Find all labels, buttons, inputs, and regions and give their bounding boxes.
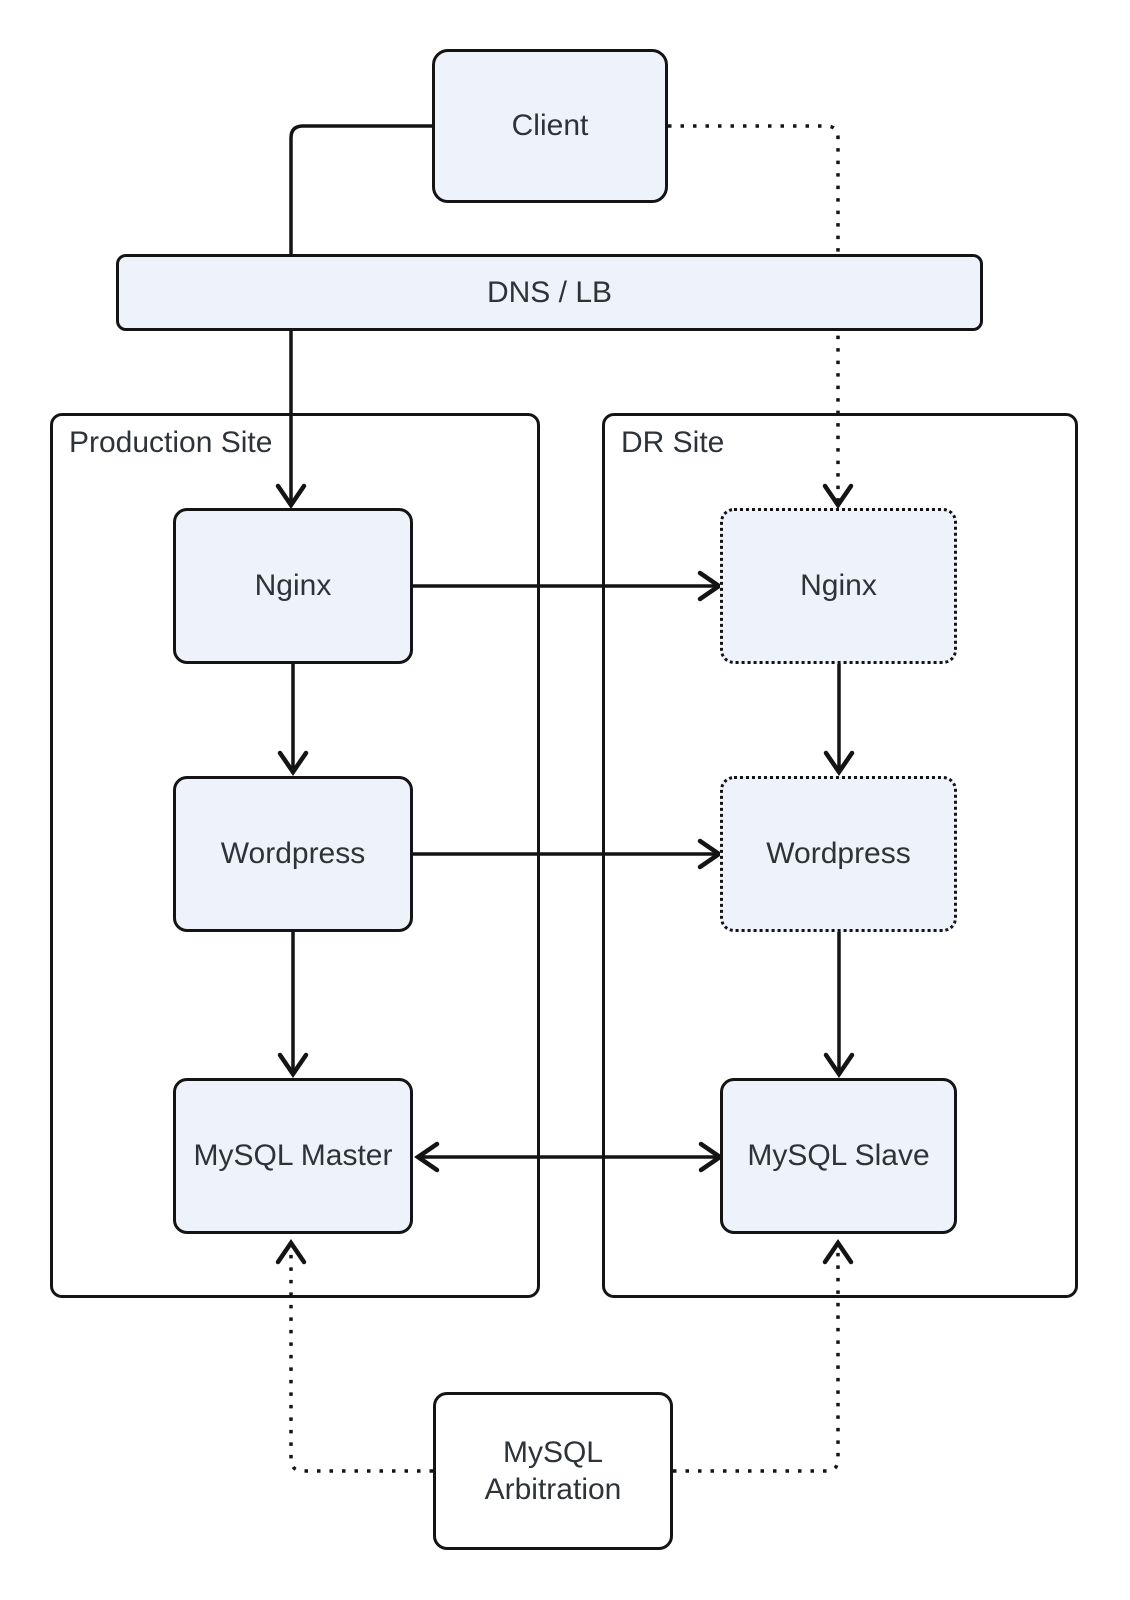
dns-lb-label: DNS / LB (486, 275, 613, 309)
dns-lb-node: DNS / LB (116, 254, 983, 331)
mysql-master-node: MySQL Master (173, 1078, 413, 1234)
client-label: Client (511, 109, 589, 143)
dr-wordpress-node: Wordpress (720, 776, 957, 932)
prod-wordpress-node: Wordpress (173, 776, 413, 932)
dr-wordpress-label: Wordpress (766, 837, 911, 871)
mysql-slave-label: MySQL Slave (747, 1139, 930, 1173)
mysql-master-label: MySQL Master (193, 1139, 393, 1173)
prod-nginx-label: Nginx (254, 569, 332, 603)
prod-wordpress-label: Wordpress (220, 837, 366, 871)
dr-nginx-label: Nginx (800, 569, 877, 603)
mysql-arbitration-label: MySQL Arbitration (484, 1435, 622, 1507)
production-site-label: Production Site (69, 426, 273, 459)
client-node: Client (432, 49, 668, 203)
mysql-slave-node: MySQL Slave (720, 1078, 957, 1234)
mysql-arbitration-node: MySQL Arbitration (433, 1392, 673, 1550)
prod-nginx-node: Nginx (173, 508, 413, 664)
dr-site-label: DR Site (621, 426, 725, 459)
dr-nginx-node: Nginx (720, 508, 957, 664)
